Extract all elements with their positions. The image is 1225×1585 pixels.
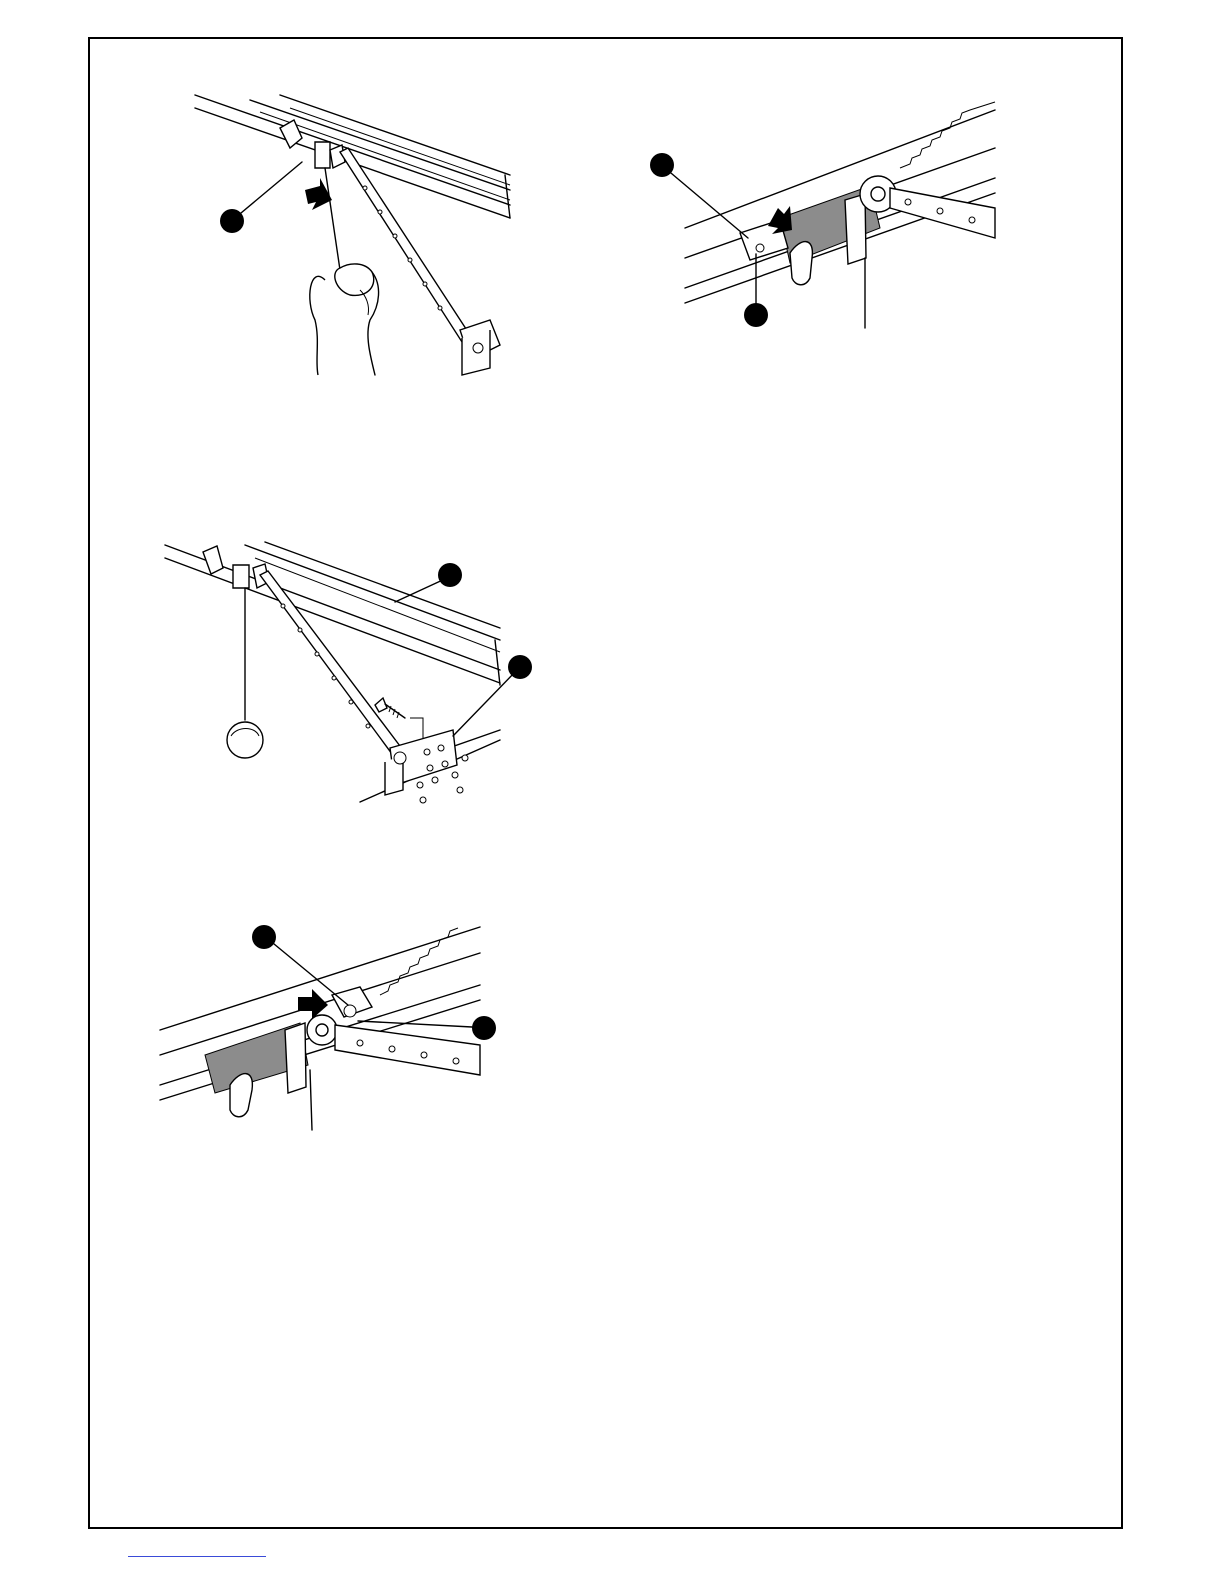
- release-handle-illustration: [190, 90, 520, 380]
- trolley-reconnect-illustration: [160, 925, 510, 1135]
- door-bracket-illustration: [165, 540, 535, 810]
- footer-link-underline[interactable]: [128, 1556, 266, 1557]
- trolley-lock-illustration: [650, 108, 1010, 338]
- figure-trolley-lock: [650, 108, 1010, 338]
- figure-door-bracket: [165, 540, 535, 810]
- figure-trolley-reconnect: [160, 925, 510, 1135]
- figure-release-handle: [190, 90, 520, 380]
